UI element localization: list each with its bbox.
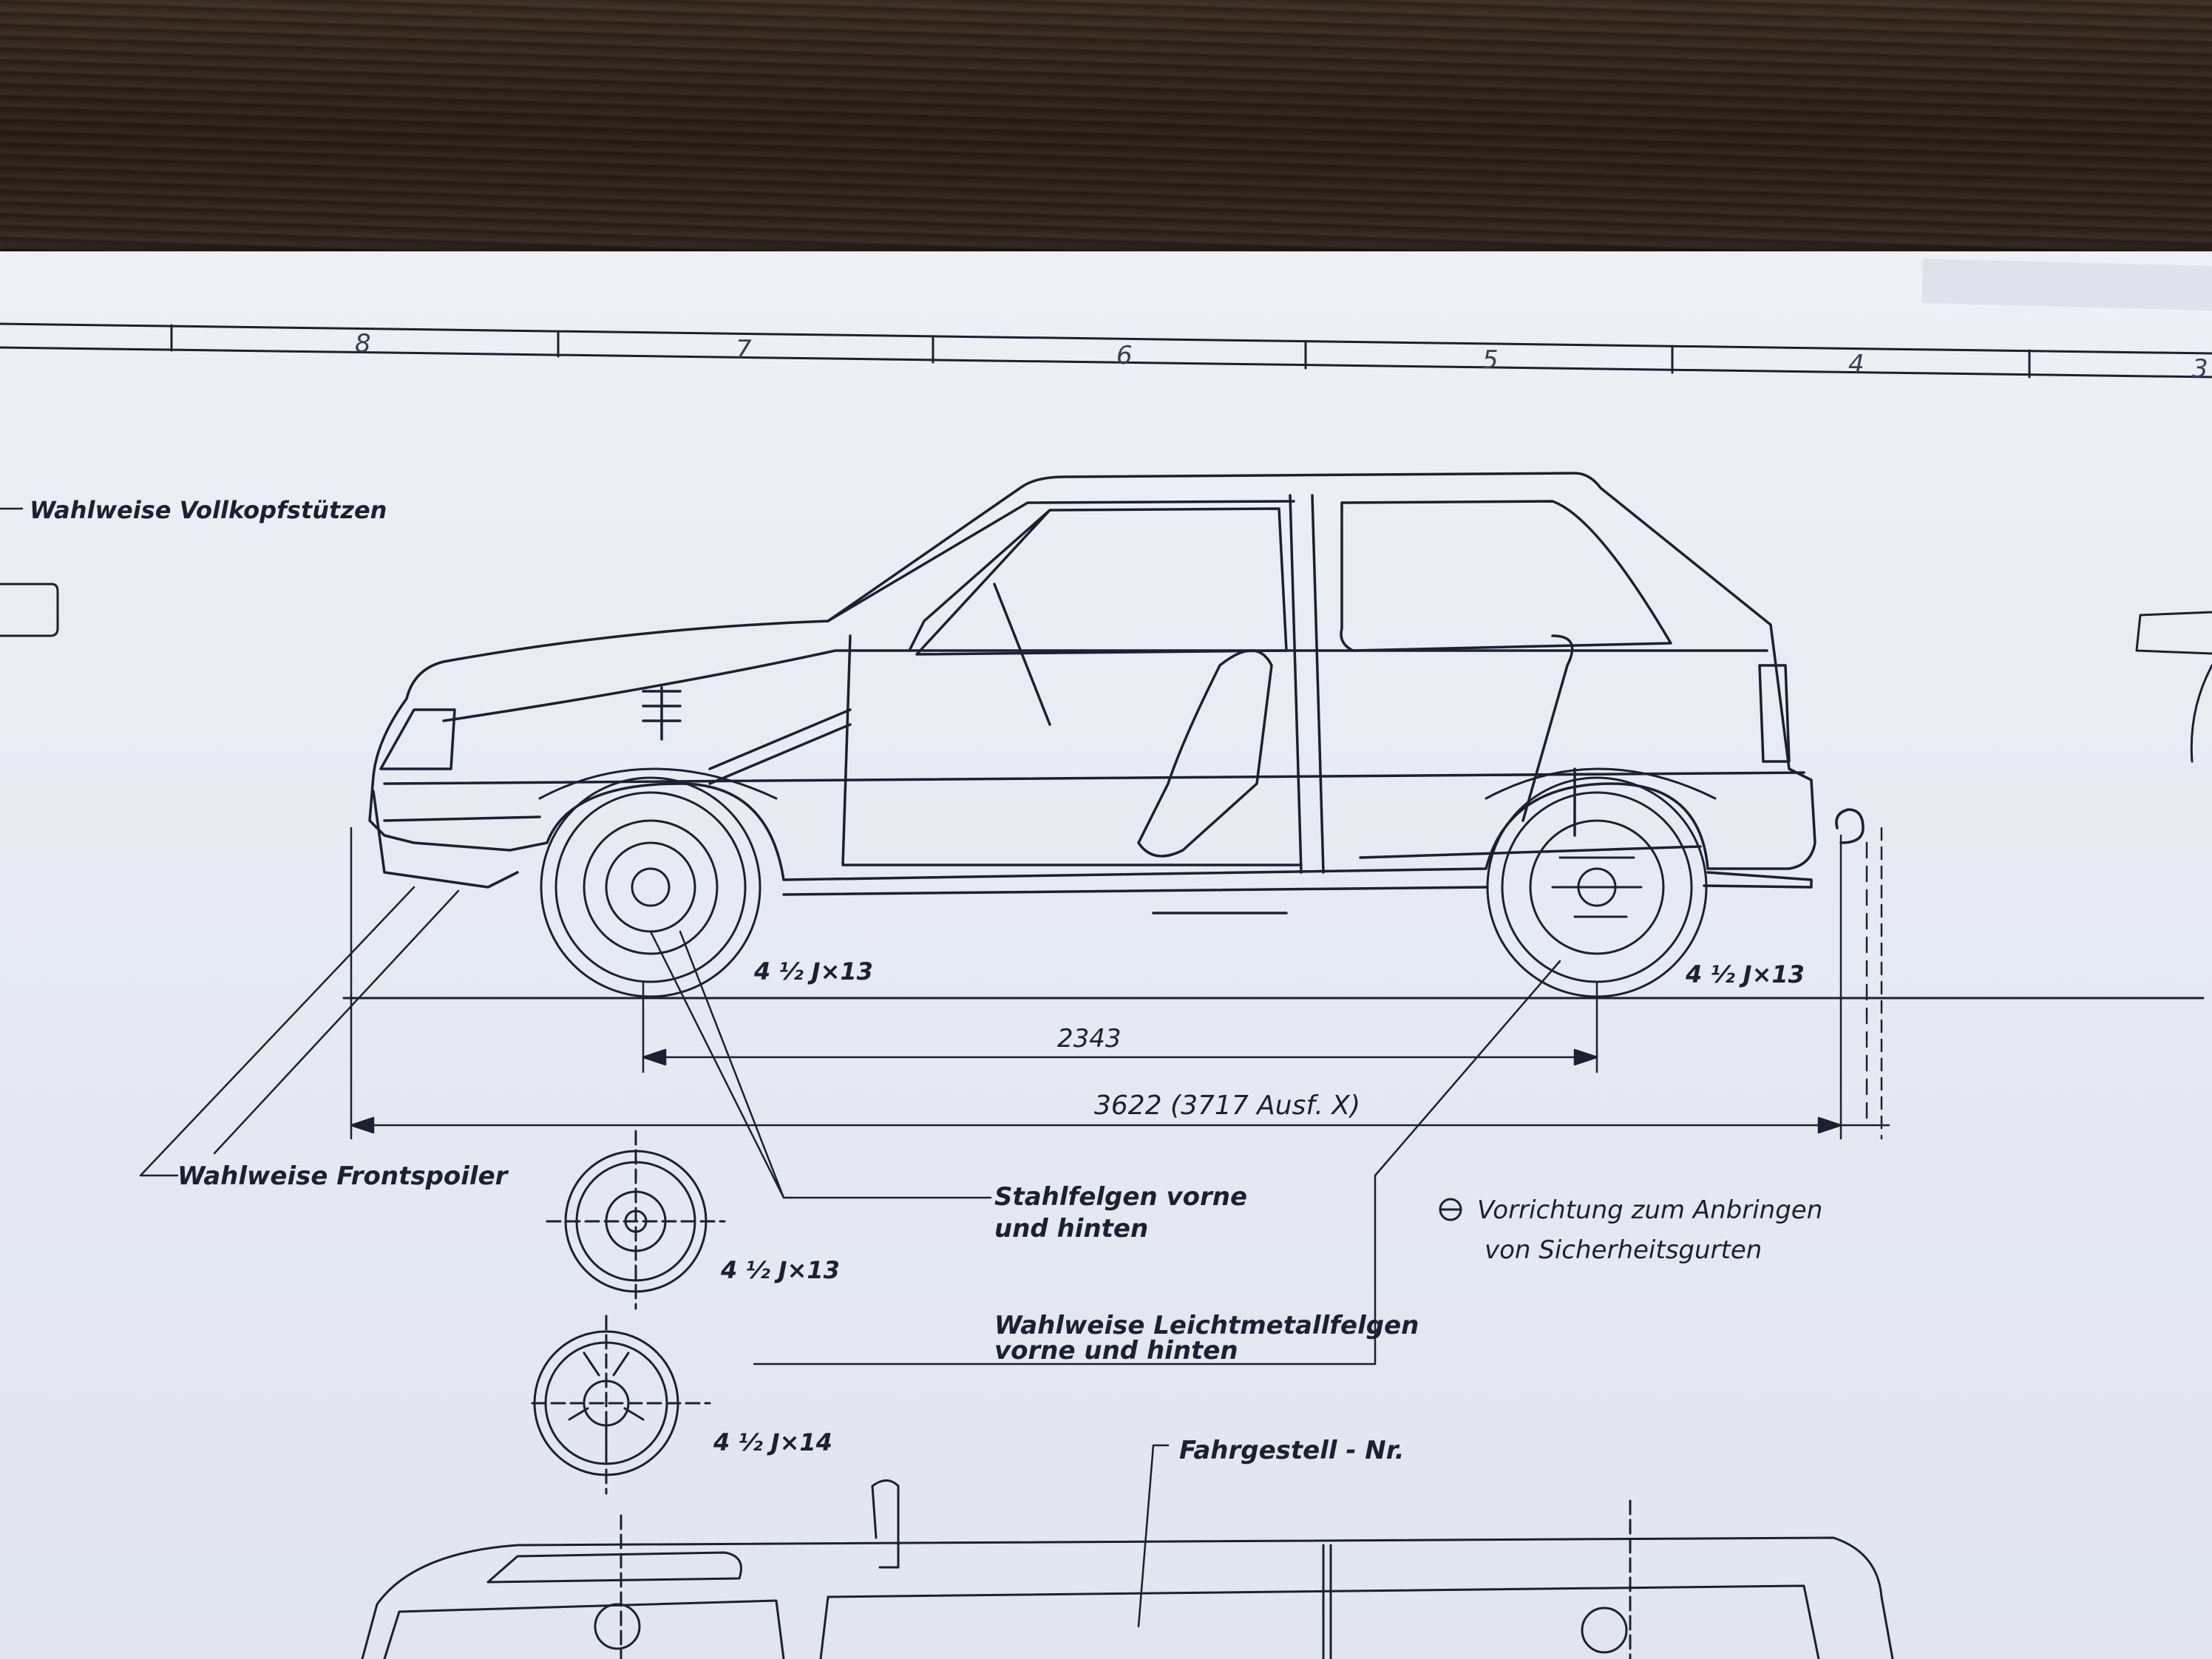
label-wheelbase: 2343 [1057, 1024, 1122, 1054]
label-alloy-rims-line2: vorne und hinten [994, 1336, 1238, 1365]
wooden-table-background [0, 0, 2212, 266]
alloy-rim-drawing [531, 1314, 711, 1495]
steel-rim-drawing [546, 1130, 726, 1310]
label-headrests: Wahlweise Vollkopfstützen [30, 496, 387, 524]
label-alloy-rims-line1: Wahlweise Leichtmetallfelgen [994, 1311, 1419, 1340]
zone-number: 7 [736, 335, 752, 364]
dimension-lines [350, 827, 1890, 1140]
label-rear-rim-size: 4 ½ J×13 [1686, 960, 1805, 988]
label-belt-mount-line2: von Sicherheitsgurten [1485, 1235, 1763, 1265]
label-overall-length: 3622 (3717 Ausf. X) [1094, 1090, 1360, 1121]
paper-sheet [0, 251, 2212, 1659]
label-belt-mount-line1: Vorrichtung zum Anbringen [1477, 1195, 1823, 1225]
car-top-view-partial [361, 1479, 1894, 1659]
zone-number: 4 [1848, 350, 1865, 379]
label-alloy-rim-size: 4 ½ J×14 [713, 1428, 832, 1456]
zone-number: 6 [1116, 341, 1133, 370]
zone-ruler [0, 322, 2212, 379]
headrest-partial [0, 583, 59, 637]
label-front-spoiler: Wahlweise Frontspoiler [177, 1161, 508, 1191]
front-wheel [538, 767, 778, 998]
label-front-rim-size: 4 ½ J×13 [754, 957, 873, 985]
leader-lines [0, 507, 1561, 1628]
label-steel-rims-line1: Stahlfelgen vorne [994, 1182, 1248, 1212]
label-chassis-number: Fahrgestell - Nr. [1179, 1436, 1405, 1465]
label-steel-rim-size: 4 ½ J×13 [721, 1256, 840, 1284]
belt-mount-symbol-icon [1439, 1198, 1462, 1221]
label-steel-rims-line2: und hinten [994, 1214, 1149, 1244]
zone-number: 5 [1482, 345, 1499, 375]
car-side-view [368, 472, 1865, 915]
zone-number: 8 [355, 329, 371, 359]
zone-number: 3 [2192, 354, 2208, 384]
rear-wheel [1485, 767, 1717, 998]
